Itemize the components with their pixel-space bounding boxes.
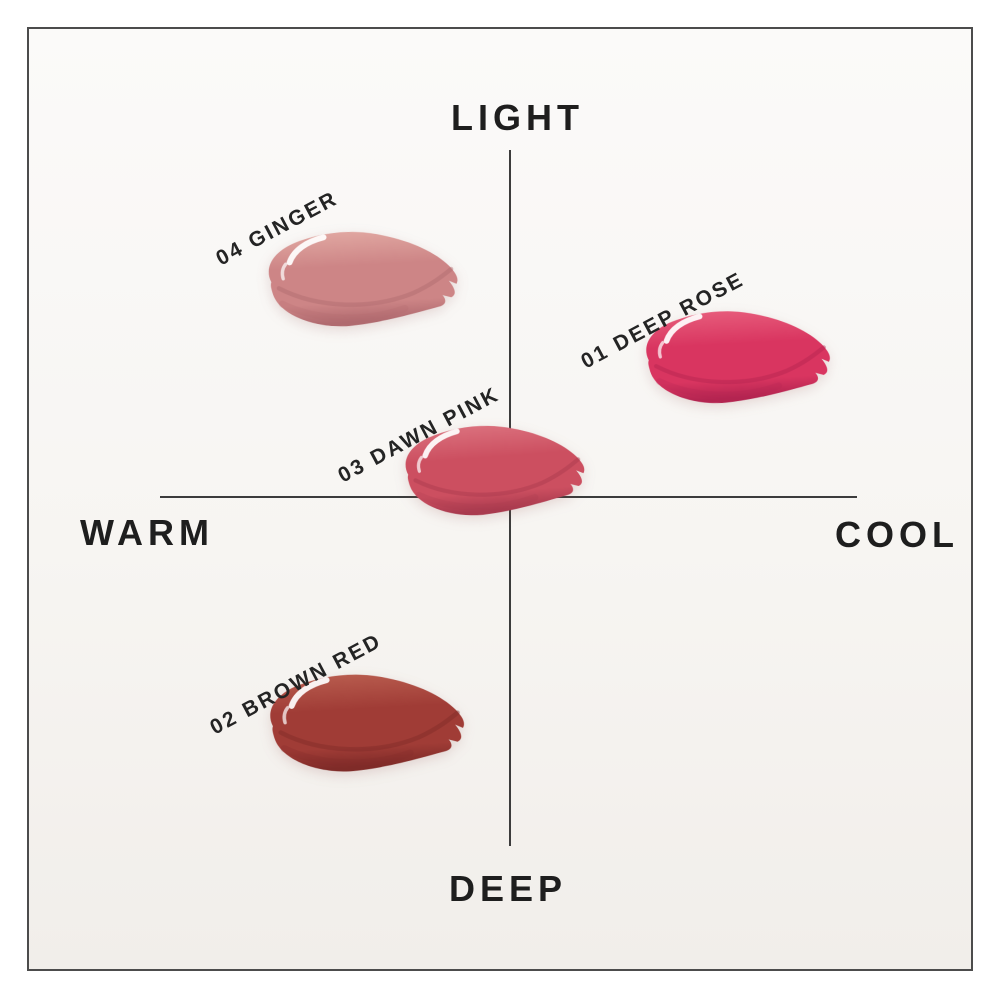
lip-smear-graphic: [268, 232, 458, 327]
lip-smear-graphic: [405, 425, 585, 516]
lip-smear-graphic: [646, 311, 830, 404]
lip-swatch-04-ginger: [248, 216, 476, 348]
axis-label-warm: WARM: [80, 512, 214, 553]
axis-label-light: LIGHT: [451, 97, 584, 138]
lip-swatch-01-deep-rose: [626, 294, 848, 426]
lip-smear-graphic: [270, 674, 465, 772]
axis-label-cool: COOL: [835, 514, 959, 555]
axis-label-deep: DEEP: [449, 868, 568, 909]
lip-swatch-02-brown-red: [249, 658, 483, 794]
lip-swatch-03-dawn-pink: [387, 411, 601, 535]
